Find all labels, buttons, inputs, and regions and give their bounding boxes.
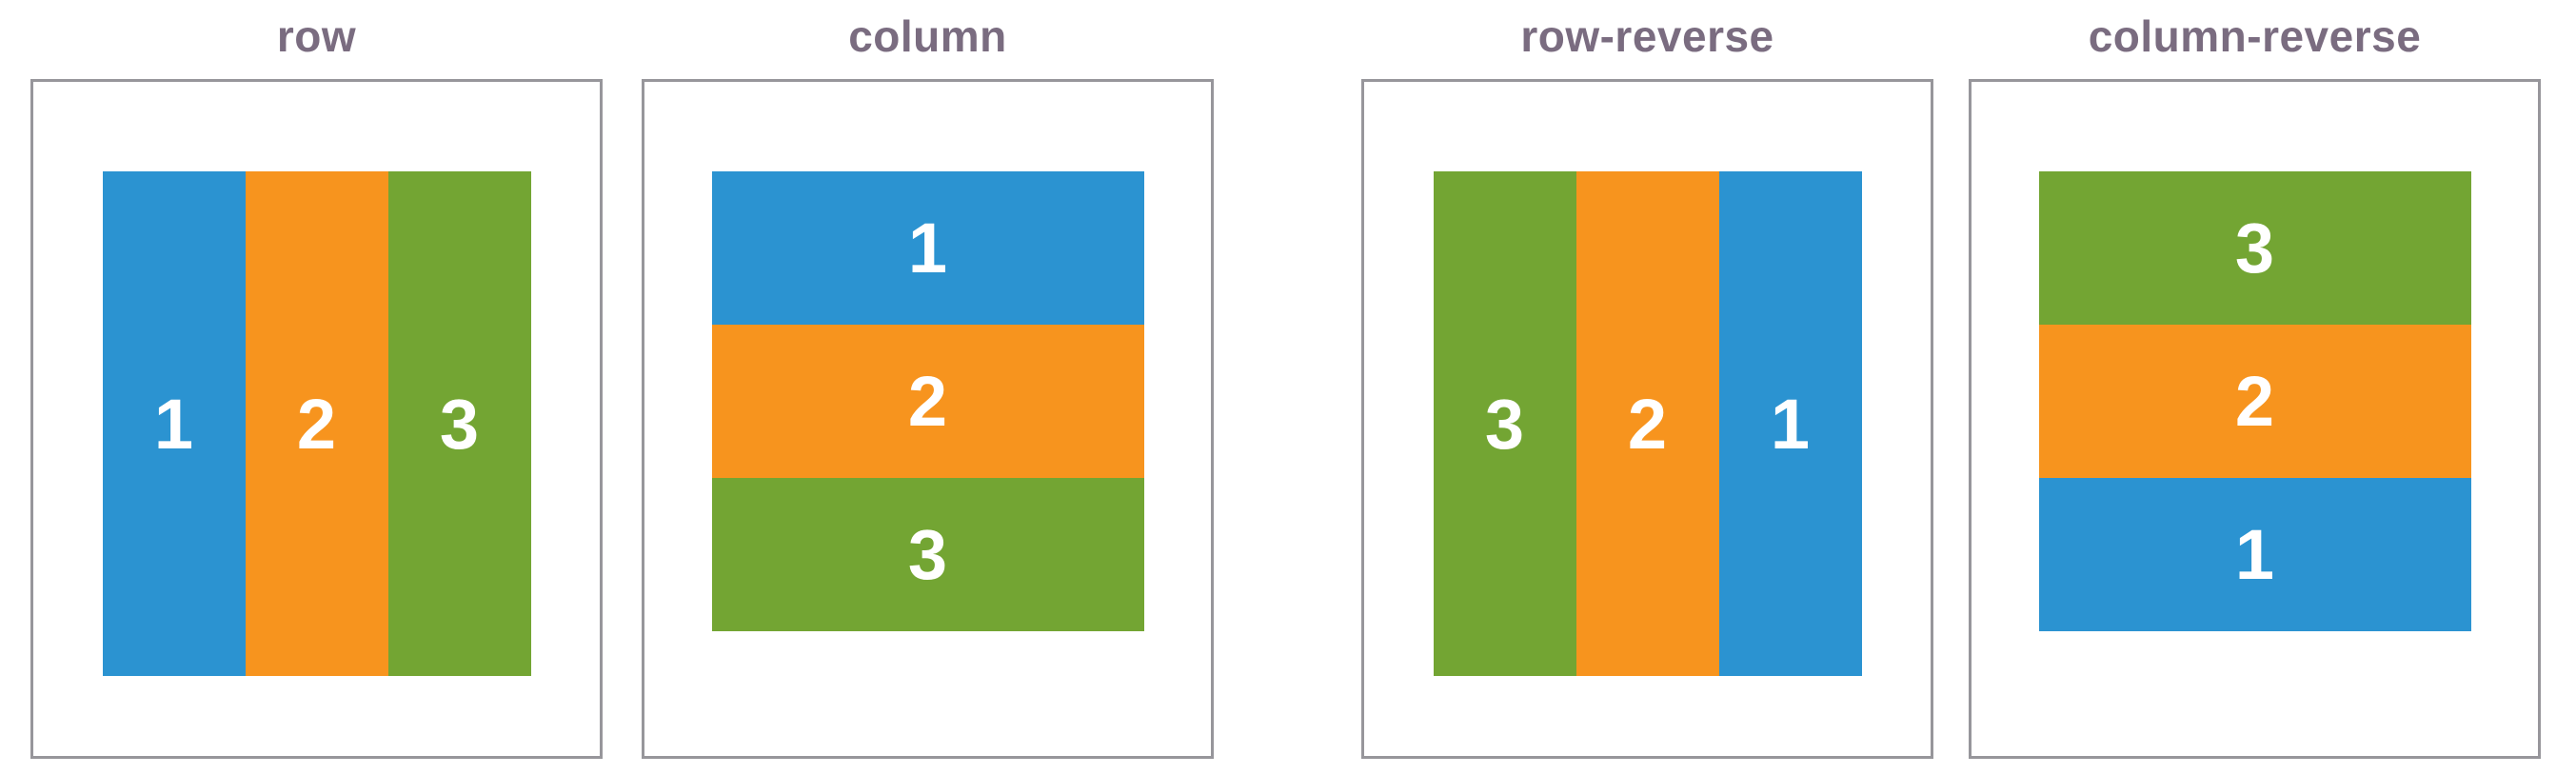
flex-item-1: 1: [2038, 478, 2471, 631]
flex-item-label: 1: [907, 209, 948, 288]
panel-row: row 1 2 3: [30, 0, 603, 759]
panel-title-column-reverse: column-reverse: [2088, 11, 2422, 61]
flex-item-label: 1: [153, 384, 194, 464]
flex-item-2: 2: [2038, 325, 2471, 478]
flex-item-3: 3: [2038, 171, 2471, 325]
flex-item-label: 3: [439, 384, 480, 464]
panel-column: column 1 2 3: [642, 0, 1214, 759]
flex-item-1: 1: [711, 171, 1144, 325]
flex-item-label: 1: [2234, 515, 2275, 594]
flex-item-label: 3: [907, 515, 948, 594]
panel-title-row-reverse: row-reverse: [1520, 11, 1774, 61]
flex-item-1: 1: [102, 171, 246, 676]
flex-container-box: 1 2 3: [30, 79, 603, 759]
flex-item-2: 2: [1575, 171, 1719, 676]
panel-title-column: column: [848, 11, 1007, 61]
flex-item-3: 3: [1433, 171, 1576, 676]
flex-item-3: 3: [387, 171, 531, 676]
flex-item-label: 2: [907, 362, 948, 441]
flex-item-label: 3: [1484, 384, 1525, 464]
flex-item-label: 2: [296, 384, 337, 464]
flex-item-2: 2: [245, 171, 388, 676]
flex-item-label: 3: [2234, 209, 2275, 288]
flex-items-column-reverse: 1 2 3: [1972, 171, 2538, 631]
panel-column-reverse: column-reverse 1 2 3: [1969, 0, 2541, 759]
flex-items-row: 1 2 3: [33, 171, 600, 676]
panel-row-reverse: row-reverse 1 2 3: [1361, 0, 1933, 759]
flex-item-label: 1: [1770, 384, 1811, 464]
flex-item-3: 3: [711, 478, 1144, 631]
flex-item-label: 2: [1627, 384, 1668, 464]
flex-item-2: 2: [711, 325, 1144, 478]
flex-container-box: 1 2 3: [642, 79, 1214, 759]
flex-item-label: 2: [2234, 362, 2275, 441]
flex-items-column: 1 2 3: [644, 171, 1211, 631]
flex-container-box: 1 2 3: [1361, 79, 1933, 759]
flex-item-1: 1: [1718, 171, 1862, 676]
panel-title-row: row: [276, 11, 357, 61]
flex-container-box: 1 2 3: [1969, 79, 2541, 759]
flex-items-row-reverse: 1 2 3: [1364, 171, 1931, 676]
